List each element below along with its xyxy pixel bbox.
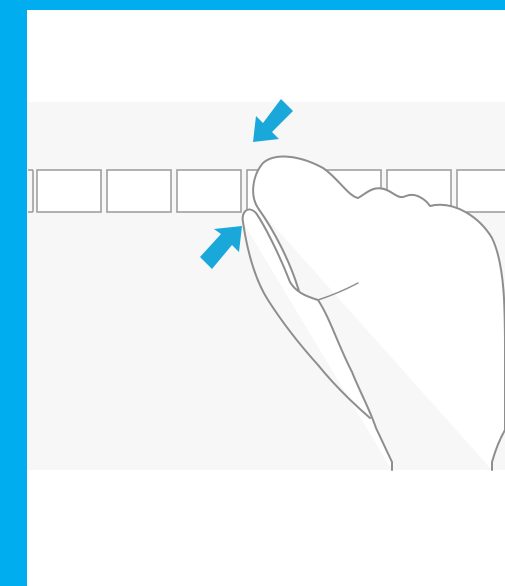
tile-3	[177, 170, 241, 212]
tile-7	[457, 170, 505, 212]
tile-1	[37, 170, 101, 212]
arrow-down-right-icon	[253, 99, 293, 142]
tile-2	[107, 170, 171, 212]
arrow-up-right-icon	[200, 226, 242, 269]
